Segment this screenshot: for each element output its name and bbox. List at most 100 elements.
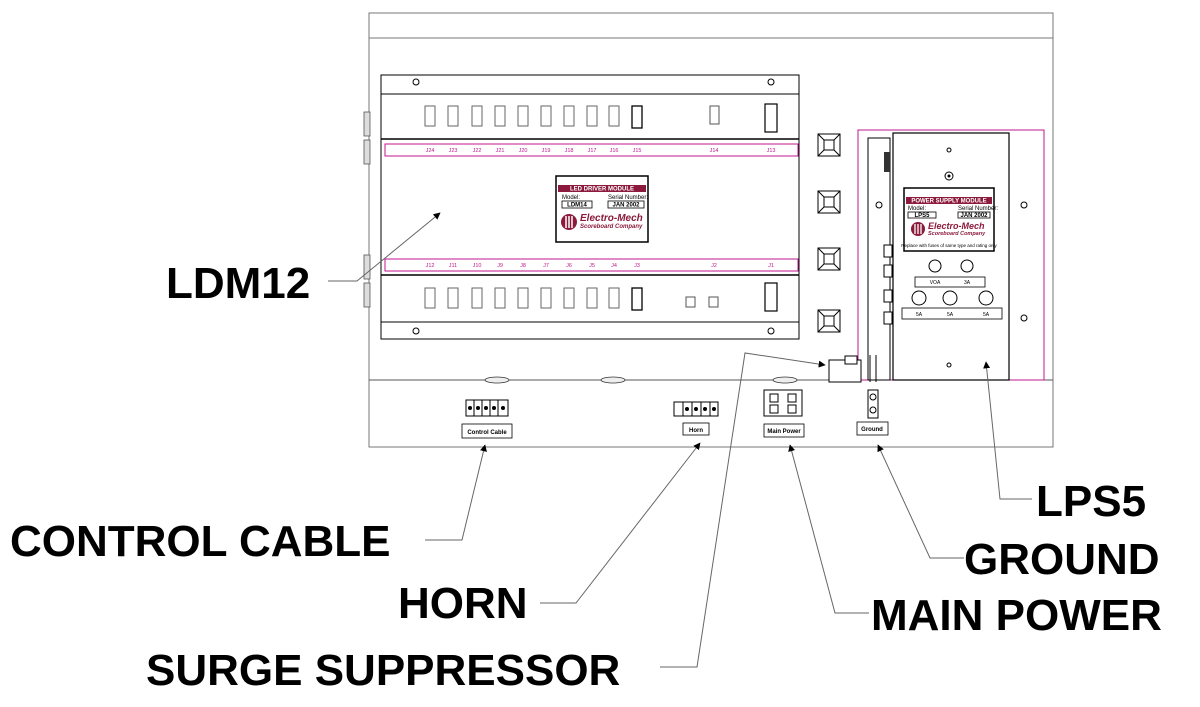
ldm-brand-sub: Scoreboard Company <box>580 224 643 230</box>
ldm12-callout: LDM12 <box>166 259 310 308</box>
jack-label: J22 <box>473 148 482 154</box>
ribbon-connector <box>424 105 436 127</box>
leader-lines <box>328 212 1032 668</box>
main-power-label: Main Power <box>767 429 801 435</box>
ldm-brand: Electro-Mech <box>580 213 643 224</box>
ribbon-connector <box>563 287 575 309</box>
ribbon-connector <box>494 287 506 309</box>
lps5-leader <box>983 361 1032 500</box>
ribbon-connector <box>563 105 575 127</box>
top-connector-row <box>424 105 643 129</box>
jack-label: J16 <box>610 148 619 154</box>
ribbon-connector <box>608 287 620 309</box>
bottom-jack-labels: J12 J11 J10 J9 J8 J7 J6 J5 J4 J3 J2 J1 <box>426 263 774 269</box>
jack-label: J18 <box>565 148 574 154</box>
ldm-module: J24 J23 J22 J21 J20 J19 J18 J17 J16 J15 J14 J13 J12… <box>380 74 800 340</box>
lps-fuse-note: Replace with fuses of same type and rati… <box>901 243 997 248</box>
surge-suppressor <box>828 355 877 383</box>
jack-label: J6 <box>566 263 572 269</box>
ldm-label-plate: LED DRIVER MODULE Model: Serial Number: … <box>555 175 649 243</box>
lps-serial-value: JAN 2002 <box>960 213 988 219</box>
lps-model-value: LPS5 <box>914 213 930 219</box>
fuse-label: 3A <box>964 280 971 286</box>
jack-label: J8 <box>520 263 526 269</box>
jack-label: J23 <box>449 148 458 154</box>
ribbon-connector <box>586 105 598 127</box>
jack-label: J12 <box>426 263 435 269</box>
lps-brand-sub: Scoreboard Company <box>928 231 986 237</box>
lps-serial-label: Serial Number: <box>958 206 998 212</box>
jack-label: J20 <box>519 148 528 154</box>
jack-label: J24 <box>426 148 435 154</box>
fuse-label: 5A <box>983 312 990 318</box>
horn-leader <box>540 442 701 604</box>
jack-label: J4 <box>611 263 617 269</box>
top-jack-labels: J24 J23 J22 J21 J20 J19 J18 J17 J16 J15 J14 J13 <box>426 148 776 154</box>
ribbon-connector <box>608 105 620 127</box>
ldm-model-value: LDM14 <box>567 203 587 209</box>
ribbon-connector <box>424 287 436 309</box>
horn-terminal: Horn <box>673 401 719 436</box>
callouts: LDM12 CONTROL CABLE HORN SURGE SUPPRESSO… <box>10 259 1162 695</box>
jack-label: J13 <box>767 148 776 154</box>
main-power-terminal: Main Power <box>763 389 805 438</box>
control-cable-terminal: Control Cable <box>461 399 513 439</box>
control-cable-callout: CONTROL CABLE <box>10 517 391 566</box>
surge-suppressor-callout: SURGE SUPPRESSOR <box>146 646 620 695</box>
jack-label: J10 <box>473 263 482 269</box>
ldm-serial-value: JAN 2002 <box>612 203 640 209</box>
main-power-callout: MAIN POWER <box>871 591 1162 640</box>
jack-label: J21 <box>496 148 505 154</box>
jack-label: J3 <box>634 263 640 269</box>
ldm12-leader <box>328 212 441 282</box>
jack-label: J14 <box>710 148 719 154</box>
ribbon-connector <box>586 287 598 309</box>
ground-terminal: Ground <box>856 389 889 436</box>
control-cable-leader <box>425 444 487 541</box>
lps-brand: Electro-Mech <box>928 221 985 231</box>
surge-suppressor-leader <box>660 352 826 668</box>
jack-label: J11 <box>449 263 457 269</box>
jack-label: J7 <box>543 263 549 269</box>
jack-label: J17 <box>588 148 597 154</box>
ribbon-connector <box>540 105 552 127</box>
fuse-label: 5A <box>947 312 954 318</box>
jack-label: J2 <box>711 263 717 269</box>
fuse-holders: VOA 3A 5A 5A 5A <box>901 259 1003 320</box>
horn-callout: HORN <box>398 579 528 628</box>
jack-label: J5 <box>589 263 595 269</box>
lps-label-title: POWER SUPPLY MODULE <box>911 199 986 205</box>
main-power-leader <box>788 444 869 614</box>
ribbon-connector <box>631 287 643 311</box>
jack-label: J15 <box>633 148 642 154</box>
lps-model-label: Model: <box>908 206 926 212</box>
mounting-clamps <box>817 133 841 333</box>
ribbon-connector <box>517 105 529 127</box>
ground-callout: GROUND <box>964 535 1160 584</box>
ribbon-connector <box>517 287 529 309</box>
fuse-label: VOA <box>930 280 941 286</box>
control-cable-label: Control Cable <box>467 430 507 436</box>
ground-label: Ground <box>861 427 883 433</box>
ribbon-connector <box>631 105 643 129</box>
jack-label: J19 <box>542 148 551 154</box>
lps-label-plate: POWER SUPPLY MODULE Model: Serial Number… <box>901 187 998 252</box>
ribbon-connector <box>471 105 483 127</box>
horn-label: Horn <box>689 428 703 434</box>
ldm-model-label: Model: <box>562 195 580 201</box>
ribbon-connector <box>447 287 459 309</box>
ldm-label-title: LED DRIVER MODULE <box>570 187 634 193</box>
jack-label: J1 <box>768 263 774 269</box>
fuse-label: 5A <box>916 312 923 318</box>
ribbon-connector <box>471 287 483 309</box>
ribbon-connector <box>494 105 506 127</box>
lps5-callout: LPS5 <box>1036 477 1146 526</box>
ribbon-connector <box>540 287 552 309</box>
ground-leader <box>877 444 964 559</box>
ribbon-connector <box>447 105 459 127</box>
lps-module: POWER SUPPLY MODULE Model: Serial Number… <box>857 129 1045 381</box>
bottom-connector-row <box>424 287 643 311</box>
ldm-serial-label: Serial Number: <box>608 195 648 201</box>
jack-label: J9 <box>497 263 503 269</box>
